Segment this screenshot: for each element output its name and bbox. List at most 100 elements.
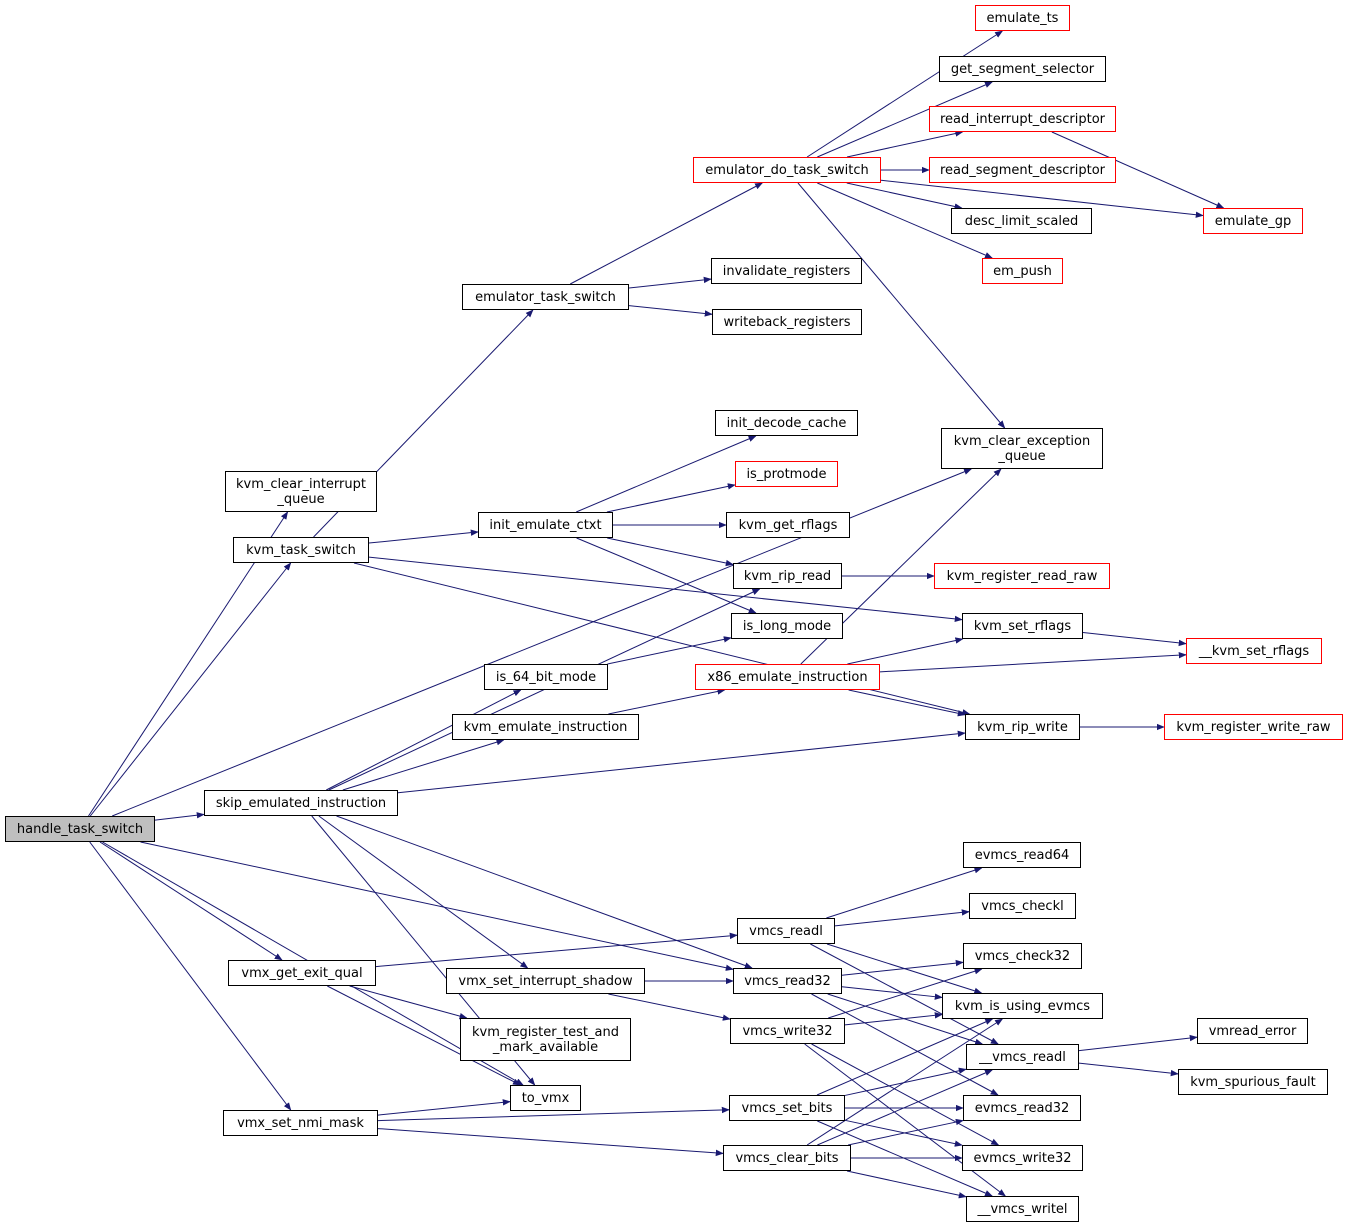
node-kvm-is-using-evmcs[interactable]: kvm_is_using_evmcs [942,993,1103,1019]
node-kvm-register-test-and-mark-available[interactable]: kvm_register_test_and_mark_available [460,1018,631,1061]
node-label: invalidate_registers [722,263,851,279]
node-label: em_push [993,263,1052,279]
node-label: __kvm_set_rflags [1198,643,1310,659]
node-vmcs-read32[interactable]: vmcs_read32 [733,968,842,994]
node-label: kvm_get_rflags [738,517,838,533]
node-to-vmx[interactable]: to_vmx [510,1085,581,1111]
node-kvm-register-write-raw[interactable]: kvm_register_write_raw [1164,714,1343,740]
node-read-segment-descriptor[interactable]: read_segment_descriptor [929,157,1116,183]
node-vmcs-check32[interactable]: vmcs_check32 [963,943,1082,969]
edge-kvm-set-rflags-to-kvm-set-rflags [1082,632,1187,647]
node-emulator-task-switch[interactable]: emulator_task_switch [462,284,629,310]
node-evmcs-read32[interactable]: evmcs_read32 [963,1095,1081,1121]
edge-handle-task-switch-to-vmcs-read32 [140,841,734,971]
node-label: to_vmx [521,1090,570,1106]
node-kvm-spurious-fault[interactable]: kvm_spurious_fault [1178,1069,1328,1095]
edge-emulator-do-task-switch-to-em-push [817,182,993,259]
node-evmcs-read64[interactable]: evmcs_read64 [963,842,1081,868]
node-vmcs-readl[interactable]: vmcs_readl [737,918,835,944]
node-label: init_decode_cache [726,415,847,431]
node-invalidate-registers[interactable]: invalidate_registers [711,258,862,284]
node-label: kvm_rip_write [977,719,1068,735]
edge-init-emulate-ctxt-to-kvm-rip-read [607,537,734,567]
node-emulate-ts[interactable]: emulate_ts [975,5,1070,31]
node-label: evmcs_write32 [973,1150,1072,1166]
node-is-protmode[interactable]: is_protmode [735,461,838,487]
node-kvm-set-rflags[interactable]: kvm_set_rflags [962,613,1083,639]
node-vmread-error[interactable]: vmread_error [1197,1018,1308,1044]
node-kvm-emulate-instruction[interactable]: kvm_emulate_instruction [452,714,639,740]
node-x86-emulate-instruction[interactable]: x86_emulate_instruction [695,664,880,690]
node-kvm-get-rflags[interactable]: kvm_get_rflags [726,512,850,538]
edge-vmx-get-exit-qual-to-to-vmx [327,985,521,1086]
node-kvm-clear-interrupt-queue[interactable]: kvm_clear_interrupt_queue [225,471,377,512]
node-kvm-task-switch[interactable]: kvm_task_switch [233,537,369,563]
node-label: vmcs_check32 [974,948,1071,964]
node-init-emulate-ctxt[interactable]: init_emulate_ctxt [478,512,613,538]
edge-emulator-do-task-switch-to-emulate-gp [880,179,1204,218]
edge-vmcs-set-bits-to-vmcs-readl [844,1067,967,1096]
edge-emulator-do-task-switch-to-desc-limit-scaled [846,182,963,210]
node-label: vmx_set_nmi_mask [237,1115,364,1131]
node-label: kvm_clear_interrupt [236,476,366,492]
node-handle-task-switch[interactable]: handle_task_switch [5,816,155,842]
edge-vmcs-clear-bits-to-kvm-is-using-evmcs [806,1018,1004,1146]
edge-skip-emulated-instruction-to-vmx-set-interrupt-shadow [318,815,529,969]
node-vmcs-checkl[interactable]: vmcs_checkl [969,893,1076,919]
edge-vmx-get-exit-qual-to-vmcs-readl [375,932,738,968]
node-vmx-get-exit-qual[interactable]: vmx_get_exit_qual [228,960,376,986]
edge-vmcs-readl-to-vmcs-checkl [834,909,970,927]
edge-vmcs-readl-to-evmcs-read64 [826,867,983,919]
node-init-decode-cache[interactable]: init_decode_cache [715,410,858,436]
node-is-64-bit-mode[interactable]: is_64_bit_mode [484,664,608,690]
edge-is-64-bit-mode-to-is-long-mode [607,636,732,665]
node-label: vmcs_checkl [981,898,1064,914]
node-writeback-registers[interactable]: writeback_registers [712,309,862,335]
node-vmcs-writel[interactable]: __vmcs_writel [966,1196,1079,1222]
node-kvm-rip-write[interactable]: kvm_rip_write [965,714,1080,740]
edge-kvm-emulate-instruction-to-x86-emulate-instruction [608,688,726,715]
edge-vmcs-readl-to-kvm-spurious-fault [1078,1062,1179,1077]
node-label: handle_task_switch [16,821,144,837]
node-vmcs-readl[interactable]: __vmcs_readl [966,1044,1079,1070]
edge-vmx-set-interrupt-shadow-to-vmcs-write32 [608,993,731,1021]
node-label: emulate_gp [1214,213,1292,229]
node-vmcs-set-bits[interactable]: vmcs_set_bits [729,1095,845,1121]
node-label: emulator_do_task_switch [705,162,869,178]
node-label: _queue [998,448,1046,464]
node-label: vmcs_clear_bits [735,1150,839,1166]
node-em-push[interactable]: em_push [982,258,1063,284]
edge-emulator-task-switch-to-writeback-registers [628,305,713,317]
edge-x86-emulate-instruction-to-kvm-set-rflags [879,651,1187,673]
node-get-segment-selector[interactable]: get_segment_selector [939,56,1106,82]
node-label: init_emulate_ctxt [489,517,602,533]
node-vmcs-write32[interactable]: vmcs_write32 [730,1018,845,1044]
node-label: is_long_mode [742,618,832,634]
node-label: read_segment_descriptor [939,162,1106,178]
node-emulate-gp[interactable]: emulate_gp [1203,208,1303,234]
edge-vmx-set-nmi-mask-to-vmcs-clear-bits [377,1128,724,1157]
node-label: kvm_is_using_evmcs [954,998,1091,1014]
node-emulator-do-task-switch[interactable]: emulator_do_task_switch [693,157,881,183]
node-kvm-rip-read[interactable]: kvm_rip_read [733,563,842,589]
node-is-long-mode[interactable]: is_long_mode [731,613,843,639]
node-label: vmread_error [1208,1023,1297,1039]
node-kvm-clear-exception-queue[interactable]: kvm_clear_exception_queue [941,428,1103,469]
node-vmcs-clear-bits[interactable]: vmcs_clear_bits [723,1145,851,1171]
edge-read-interrupt-descriptor-to-emulate-gp [1051,131,1225,209]
node-vmx-set-interrupt-shadow[interactable]: vmx_set_interrupt_shadow [446,968,645,994]
node-desc-limit-scaled[interactable]: desc_limit_scaled [951,208,1092,234]
node-label: __vmcs_readl [979,1049,1066,1065]
edge-skip-emulated-instruction-to-kvm-rip-write [397,730,966,794]
edge-vmx-get-exit-qual-to-kvm-register-test-and-mark-available [349,985,468,1020]
node-label: __vmcs_writel [977,1201,1068,1217]
node-evmcs-write32[interactable]: evmcs_write32 [962,1145,1083,1171]
node-read-interrupt-descriptor[interactable]: read_interrupt_descriptor [929,106,1116,132]
node-label: kvm_spurious_fault [1190,1074,1316,1090]
edge-emulator-do-task-switch-to-kvm-clear-exception-queue [797,182,1006,429]
node-vmx-set-nmi-mask[interactable]: vmx_set_nmi_mask [223,1110,378,1136]
node-skip-emulated-instruction[interactable]: skip_emulated_instruction [204,790,398,816]
node-kvm-set-rflags[interactable]: __kvm_set_rflags [1186,638,1322,664]
node-kvm-register-read-raw[interactable]: kvm_register_read_raw [934,563,1110,589]
